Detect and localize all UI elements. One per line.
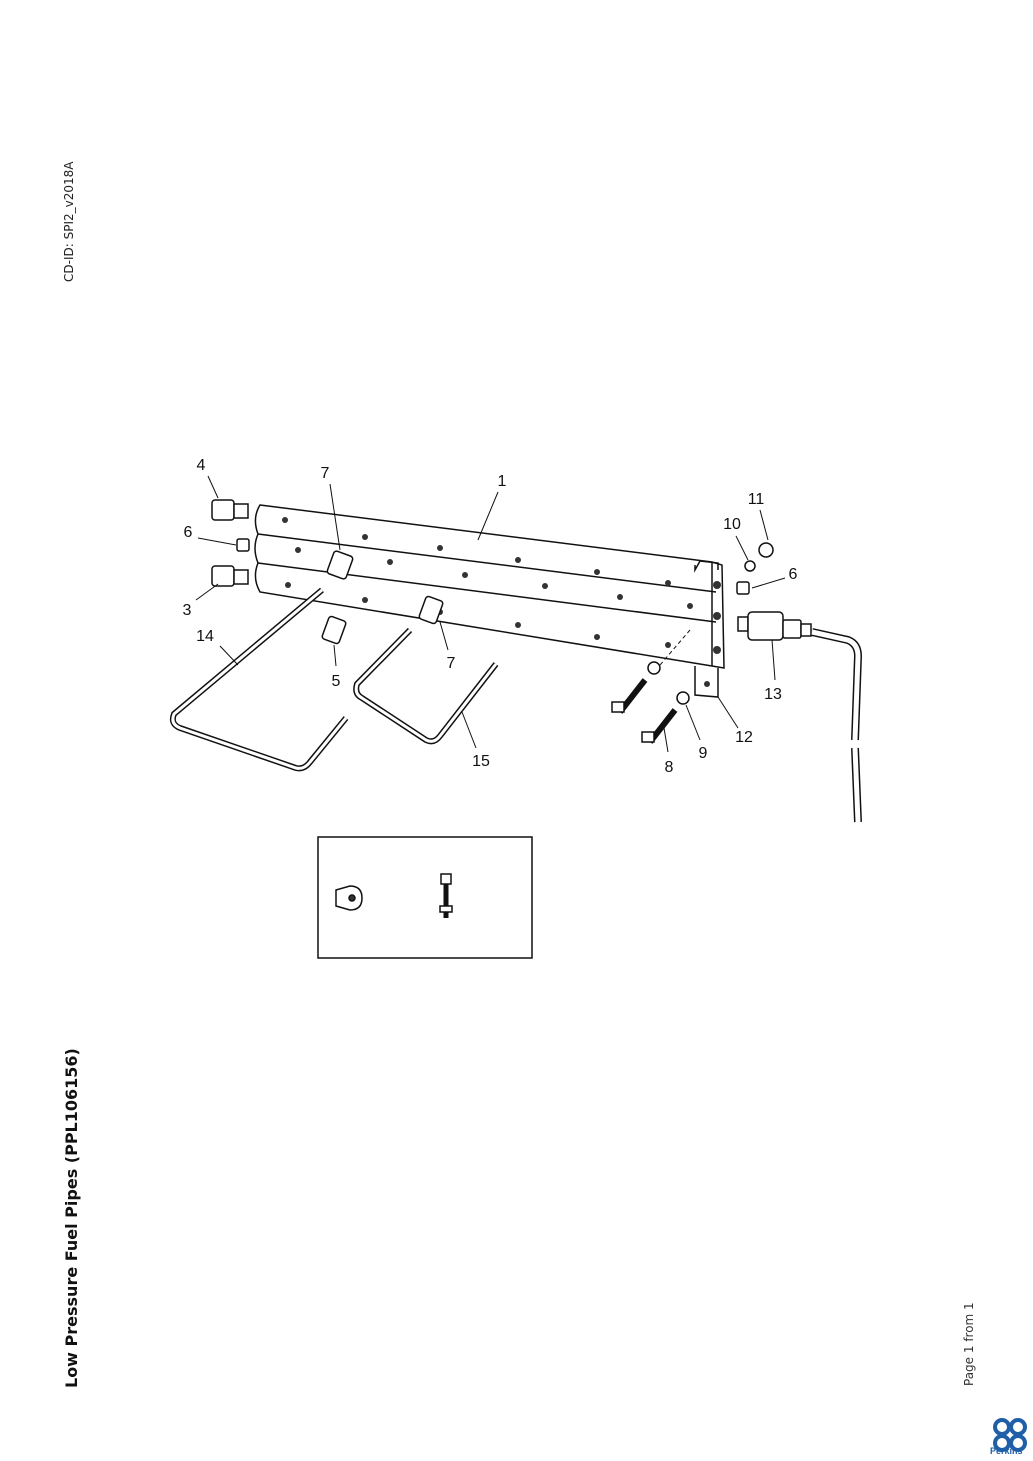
callout-10: 10 (723, 516, 741, 533)
callout-6: 6 (789, 566, 798, 583)
brand-name: Perkins (990, 1446, 1023, 1456)
callout-8: 8 (665, 759, 674, 776)
callout-9: 9 (699, 745, 708, 762)
callout-11: 11 (748, 491, 765, 508)
callout-13: 13 (764, 686, 782, 703)
leader-lines (195, 475, 786, 753)
bolt-icon (439, 873, 453, 918)
inset-box (317, 836, 533, 959)
callout-4: 4 (197, 457, 206, 474)
perkins-logo (993, 1418, 1027, 1452)
callout-7: 7 (447, 655, 456, 672)
callout-12: 12 (735, 729, 753, 746)
callout-7: 7 (321, 465, 330, 482)
clip-icon (335, 885, 363, 911)
callout-14: 14 (196, 628, 214, 645)
callout-15: 15 (472, 753, 490, 770)
pipes (169, 587, 863, 823)
callout-5: 5 (332, 673, 341, 690)
fittings (211, 499, 812, 744)
callout-1: 1 (498, 473, 507, 490)
callout-3: 3 (183, 602, 192, 619)
callout-6: 6 (184, 524, 193, 541)
